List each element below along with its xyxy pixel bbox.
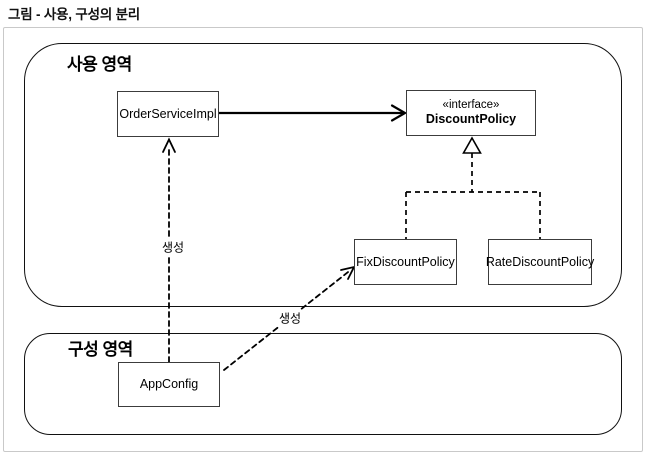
stereotype-label: «interface» (442, 99, 500, 112)
class-name: OrderServiceImpl (119, 106, 217, 121)
usage-region-label: 사용 영역 (67, 55, 132, 74)
class-name: RateDiscountPolicy (485, 254, 595, 269)
class-box-fixdiscountpolicy: FixDiscountPolicy (354, 239, 457, 285)
edge-label-create-orderservice: 생성 (159, 238, 187, 256)
class-box-appconfig: AppConfig (118, 362, 220, 407)
class-box-ratediscountpolicy: RateDiscountPolicy (485, 239, 595, 285)
class-box-discountpolicy: «interface» DiscountPolicy (406, 90, 536, 136)
diagram-title: 그림 - 사용, 구성의 분리 (8, 7, 141, 22)
class-box-orderserviceimpl: OrderServiceImpl (117, 91, 219, 137)
class-name: DiscountPolicy (425, 112, 517, 127)
edge-label-create-fixdiscount: 생성 (276, 309, 304, 327)
class-name: FixDiscountPolicy (356, 254, 455, 269)
config-region-label: 구성 영역 (68, 340, 133, 359)
class-name: AppConfig (139, 377, 199, 392)
